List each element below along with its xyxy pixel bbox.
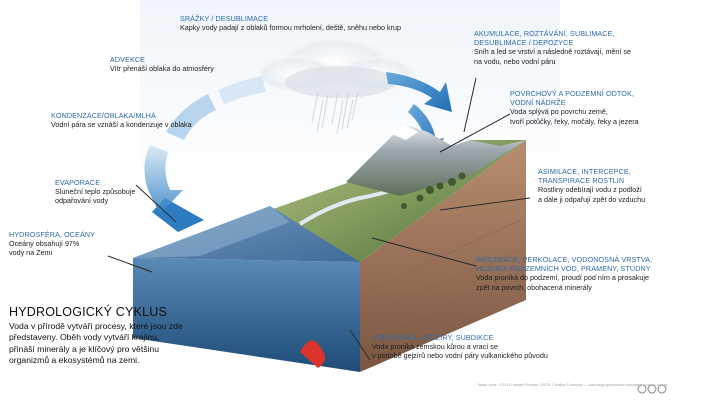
- label-akumulace: AKUMULACE, ROZTÁVÁNÍ, SUBLIMACE, DESUBLI…: [474, 29, 684, 66]
- intro-text: Voda v přírodě vytváří procesy, které js…: [9, 321, 183, 366]
- label-kondenzace-title: KONDENZACE/OBLAKA/MLHA: [51, 111, 156, 120]
- label-povrchovy-desc1: Voda splývá po povrchu země,: [510, 107, 608, 117]
- label-vodnipara-title: VODNÍ PÁRA, GEJZÍRY, SUBDIKCE: [372, 333, 494, 342]
- label-advekce: ADVEKCE Vítr přenáší oblaka do atmosféry: [110, 55, 260, 73]
- label-evaporace-desc1: Sluneční teplo způsobuje: [55, 187, 136, 197]
- label-povrchovy-title2: VODNÍ NÁDRŽE: [510, 98, 566, 108]
- label-hydrosfera-desc1: Oceány obsahují 97%: [9, 239, 80, 249]
- label-evaporace-desc2: odpařování vody: [55, 196, 109, 206]
- page-title: HYDROLOGICKÝ CYKLUS: [9, 305, 168, 319]
- label-asimilace-desc2: a dále ji odpařují zpět do vzduchu: [538, 194, 646, 204]
- label-asimilace-title2: TRANSPIRACE ROSTLIN: [538, 176, 625, 186]
- label-akumulace-title2: DESUBLIMACE / DEPOZYCE: [474, 38, 574, 48]
- label-infiltrace: INFILTRACE, PERKOLACE, VODONOSNÁ VRSTVA,…: [476, 255, 704, 292]
- magma: [300, 340, 326, 368]
- label-akumulace-desc1: Sníh a led se vrství a následně roztávaj…: [474, 47, 632, 57]
- terrain-block: [133, 124, 526, 372]
- label-advekce-title: ADVEKCE: [110, 55, 146, 64]
- evaporation-arrows: [144, 76, 266, 232]
- pointer-lines: [107, 77, 531, 361]
- label-povrchovy-desc2: tvoří potůčky, řeky, močály, řeky a jeze…: [510, 116, 639, 126]
- label-infiltrace-desc2: zpět na povrch, obohacená minerály: [476, 282, 592, 292]
- label-hydrosfera: HYDROSFÉRA, OCEÁNY Oceány obsahují 97% v…: [9, 230, 119, 258]
- label-akumulace-title1: AKUMULACE, ROZTÁVÁNÍ, SUBLIMACE,: [474, 29, 615, 38]
- label-infiltrace-title2: HLADINA PODZEMNÍCH VOD, PRAMENY, STUDNY: [476, 264, 651, 274]
- label-vodnipara-desc2: v podobě gejzírů nebo vodní páry vulkani…: [372, 351, 548, 361]
- cloud: [250, 34, 420, 98]
- credit-text: Water cycle, © 2013 Howard Perlman, USGS…: [478, 383, 668, 387]
- label-advekce-desc: Vítr přenáší oblaka do atmosféry: [110, 64, 214, 74]
- label-asimilace-title1: ASIMILACE, INTERCEPCE,: [538, 167, 631, 176]
- label-infiltrace-desc1: Voda proniká do podzemí, proudí pod ním …: [476, 273, 650, 283]
- title-block: HYDROLOGICKÝ CYKLUS Voda v přírodě vytvá…: [9, 305, 184, 366]
- creative-commons-icon: [637, 384, 667, 394]
- label-hydrosfera-title: HYDROSFÉRA, OCEÁNY: [9, 230, 96, 239]
- label-asimilace: ASIMILACE, INTERCEPCE, TRANSPIRACE ROSTL…: [538, 167, 703, 204]
- label-infiltrace-title1: INFILTRACE, PERKOLACE, VODONOSNÁ VRSTVA,: [476, 255, 653, 264]
- label-povrchovy: POVRCHOVÝ A PODZEMNÍ ODTOK, VODNÍ NÁDRŽE…: [510, 89, 705, 126]
- label-akumulace-desc2: na vodu, nebo vodní páru: [474, 56, 556, 66]
- label-srazky-desc: Kapky vody padají z oblaků formou mrhole…: [180, 23, 401, 33]
- label-evaporace-title: EVAPORACE: [55, 178, 101, 187]
- label-kondenzace-desc: Vodní pára se vznáší a kondenzuje v obla…: [51, 120, 192, 130]
- rain: [311, 91, 359, 135]
- label-srazky: SRÁŽKY / DESUBLIMACE Kapky vody padají z…: [180, 14, 440, 32]
- label-vodnipara-desc1: Voda proniká zemskou kůrou a vrací se: [372, 342, 498, 352]
- label-evaporace: EVAPORACE Sluneční teplo způsobuje odpař…: [55, 178, 165, 206]
- label-srazky-title: SRÁŽKY / DESUBLIMACE: [180, 14, 269, 23]
- label-asimilace-desc1: Rostliny odebírají vodu z podloží: [538, 185, 642, 195]
- label-kondenzace: KONDENZACE/OBLAKA/MLHA Vodní pára se vzn…: [51, 111, 221, 129]
- label-povrchovy-title1: POVRCHOVÝ A PODZEMNÍ ODTOK,: [510, 89, 634, 98]
- label-hydrosfera-desc2: vody na Zemi: [9, 248, 53, 258]
- label-vodnipara: VODNÍ PÁRA, GEJZÍRY, SUBDIKCE Voda proni…: [372, 333, 632, 361]
